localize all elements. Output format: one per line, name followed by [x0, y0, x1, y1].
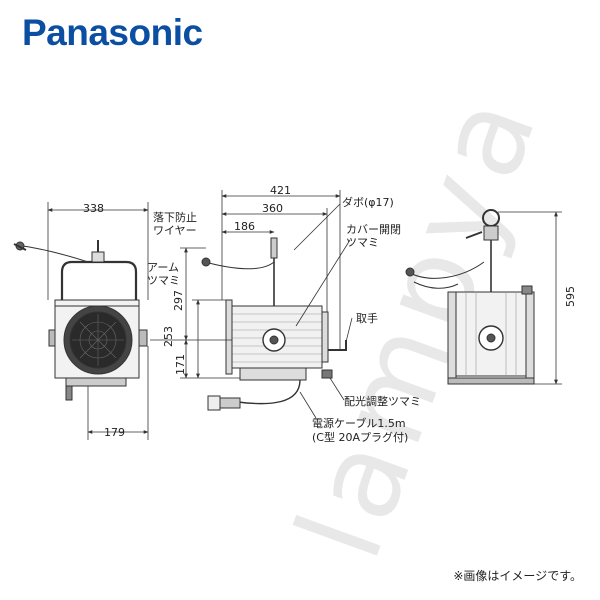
- label-cable-line1: 電源ケーブル1.5m: [312, 417, 406, 430]
- lamp-side-view-icon: [201, 237, 347, 411]
- label-safety-wire: 落下防止 ワイヤー: [153, 211, 197, 237]
- dim-rear-height: 595: [564, 286, 577, 307]
- dim-side-mid: 360: [262, 202, 283, 215]
- label-cable-line2: (C型 20Aプラグ付): [312, 431, 409, 444]
- label-light-knob: 配光調整ツマミ: [344, 395, 421, 408]
- image-note: ※画像はイメージです。: [453, 569, 582, 583]
- lamp-front-view-icon: [13, 240, 148, 401]
- label-arm-knob: アーム ツマミ: [147, 261, 180, 287]
- dim-height-253: 253: [162, 326, 175, 347]
- dim-height-171: 171: [174, 354, 187, 375]
- dim-height-297: 297: [172, 290, 185, 311]
- label-cover-knob: カバー開閉 ツマミ: [346, 223, 401, 249]
- brand-logo: Panasonic: [22, 12, 203, 53]
- lamp-rear-view-icon: [405, 209, 535, 385]
- label-dowel: ダボ(φ17): [342, 196, 394, 209]
- dim-front-base: 179: [104, 426, 125, 439]
- label-handle: 取手: [356, 312, 378, 325]
- dim-side-total: 421: [270, 184, 291, 197]
- dim-side-short: 186: [234, 220, 255, 233]
- dim-front-width: 338: [83, 202, 104, 215]
